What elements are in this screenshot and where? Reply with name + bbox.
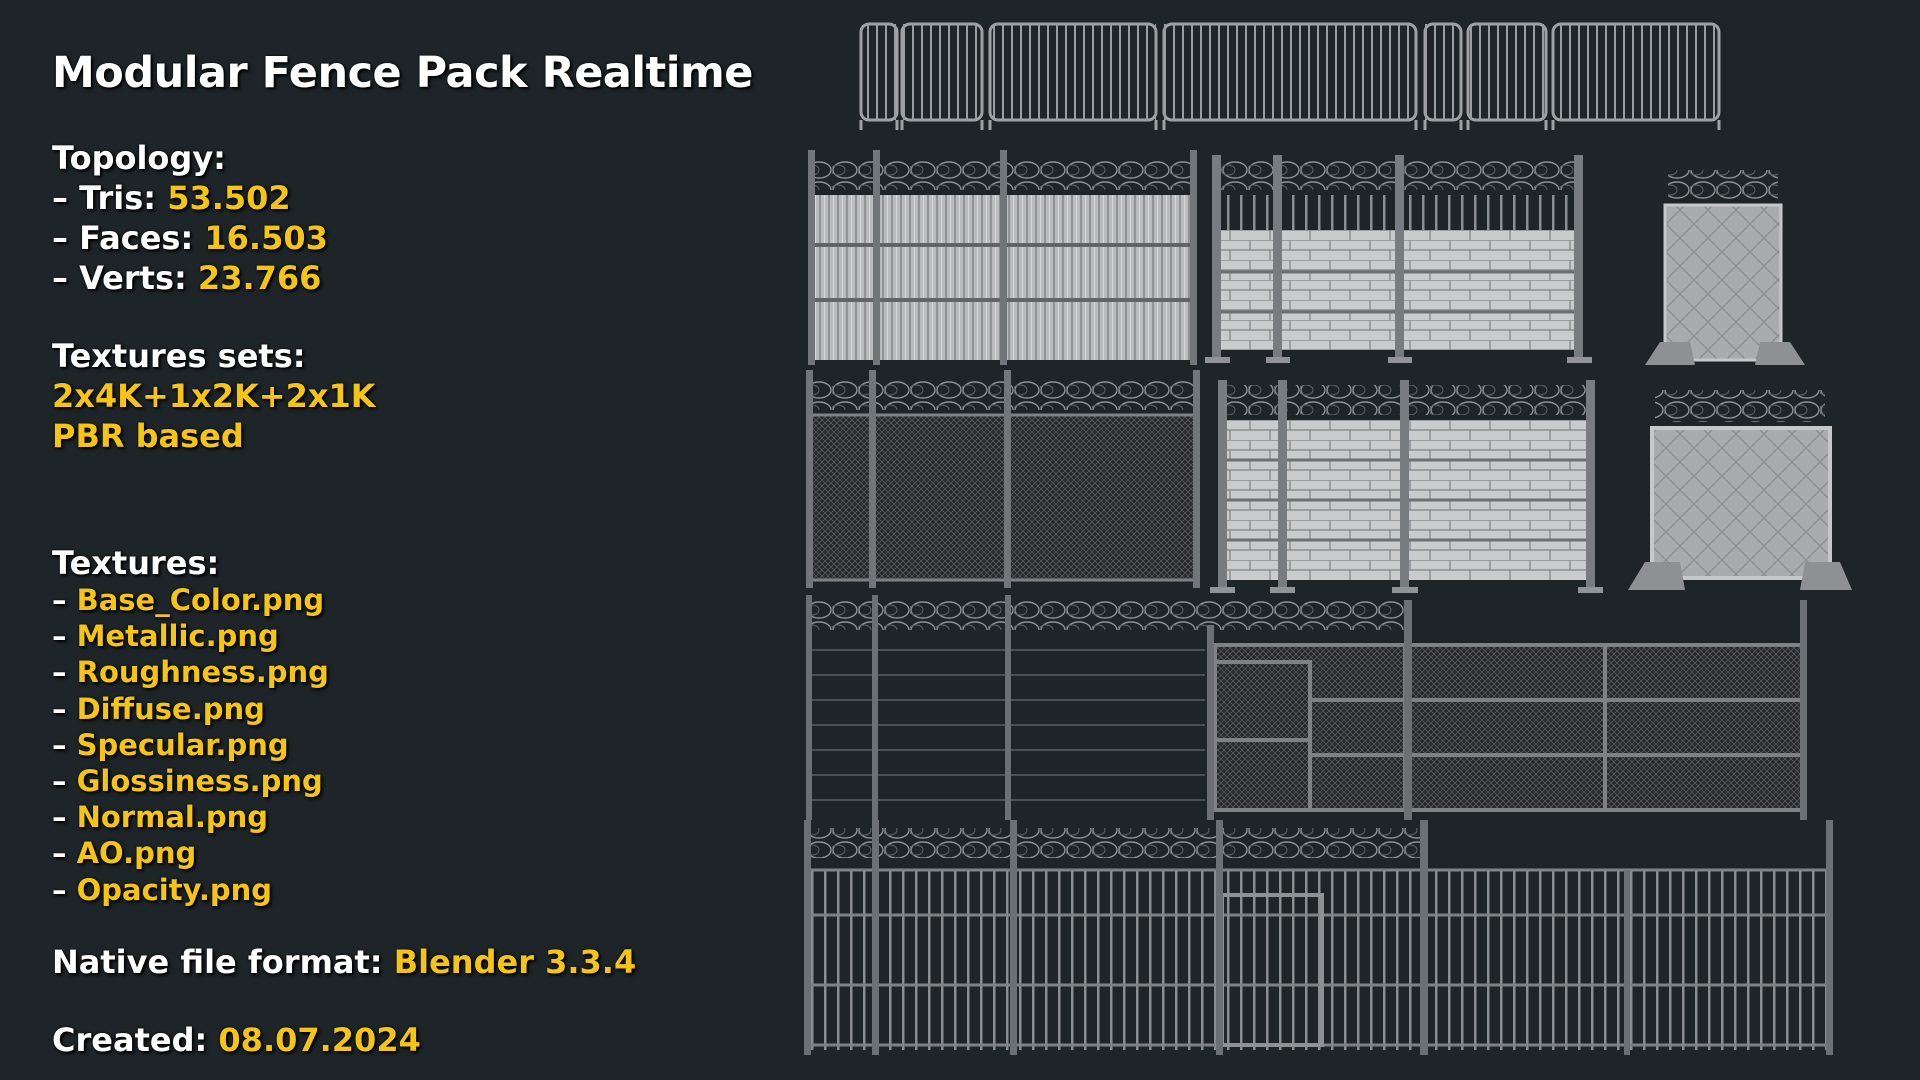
concrete-slab-segment — [1645, 170, 1805, 365]
texture-sets-note: PBR based — [52, 417, 244, 455]
brick-fence-tall-segment — [1210, 380, 1603, 593]
faces-label: – Faces: — [52, 219, 205, 257]
bar-fence-gate-segment — [804, 820, 1833, 1055]
texture-sets-value: 2x4K+1x2K+2x1K — [52, 377, 376, 415]
texture-item: – Metallic.png — [52, 619, 279, 654]
texture-item: – Normal.png — [52, 800, 269, 835]
chainlink-fence-segment — [806, 370, 1200, 588]
verts-value: 23.766 — [197, 259, 322, 297]
faces-value: 16.503 — [204, 219, 328, 257]
texture-item: – Opacity.png — [52, 872, 273, 907]
created-date: Created: 08.07.2024 — [52, 1020, 772, 1060]
chainlink-gate-segment — [1207, 600, 1807, 820]
topology-tris: – Tris: 53.502 — [52, 178, 772, 218]
created-value: 08.07.2024 — [218, 1020, 421, 1059]
native-format-label: Native file format: — [52, 942, 394, 981]
texture-item: – Diffuse.png — [52, 691, 265, 726]
topology-heading: Topology: — [52, 139, 226, 177]
textures-section: Textures: – Base_Color.png – Metallic.pn… — [52, 544, 772, 908]
created-label: Created: — [52, 1020, 219, 1059]
texture-sets-heading: Textures sets: — [52, 337, 306, 375]
barbed-wire-fence-segment — [806, 595, 1408, 820]
topology-section: Topology: – Tris: 53.502 – Faces: 16.503… — [52, 138, 772, 298]
concrete-slab-large-segment — [1628, 390, 1852, 590]
topology-verts: – Verts: 23.766 — [52, 258, 772, 298]
fence-models-render — [804, 22, 1852, 1055]
texture-item: – AO.png — [52, 836, 197, 871]
crowd-barrier-row — [859, 22, 1721, 130]
texture-item: – Base_Color.png — [52, 583, 325, 617]
texture-item: – Glossiness.png — [52, 764, 323, 799]
tris-value: 53.502 — [167, 179, 291, 217]
textures-heading: Textures: — [52, 544, 220, 582]
native-format-value: Blender 3.3.4 — [393, 942, 637, 981]
native-format: Native file format: Blender 3.3.4 — [52, 942, 772, 982]
brick-fence-segment — [1205, 155, 1592, 363]
product-title: Modular Fence Pack Realtime — [52, 48, 753, 98]
verts-label: – Verts: — [52, 259, 198, 297]
texture-item: – Specular.png — [52, 727, 289, 762]
topology-faces: – Faces: 16.503 — [52, 218, 772, 258]
texture-item: – Roughness.png — [52, 655, 329, 690]
texture-sets-section: Textures sets: 2x4K+1x2K+2x1K PBR based — [52, 336, 772, 456]
tris-label: – Tris: — [52, 179, 168, 217]
corrugated-fence-segment — [808, 150, 1197, 365]
product-info-panel: Modular Fence Pack Realtime Topology: – … — [52, 48, 772, 1060]
